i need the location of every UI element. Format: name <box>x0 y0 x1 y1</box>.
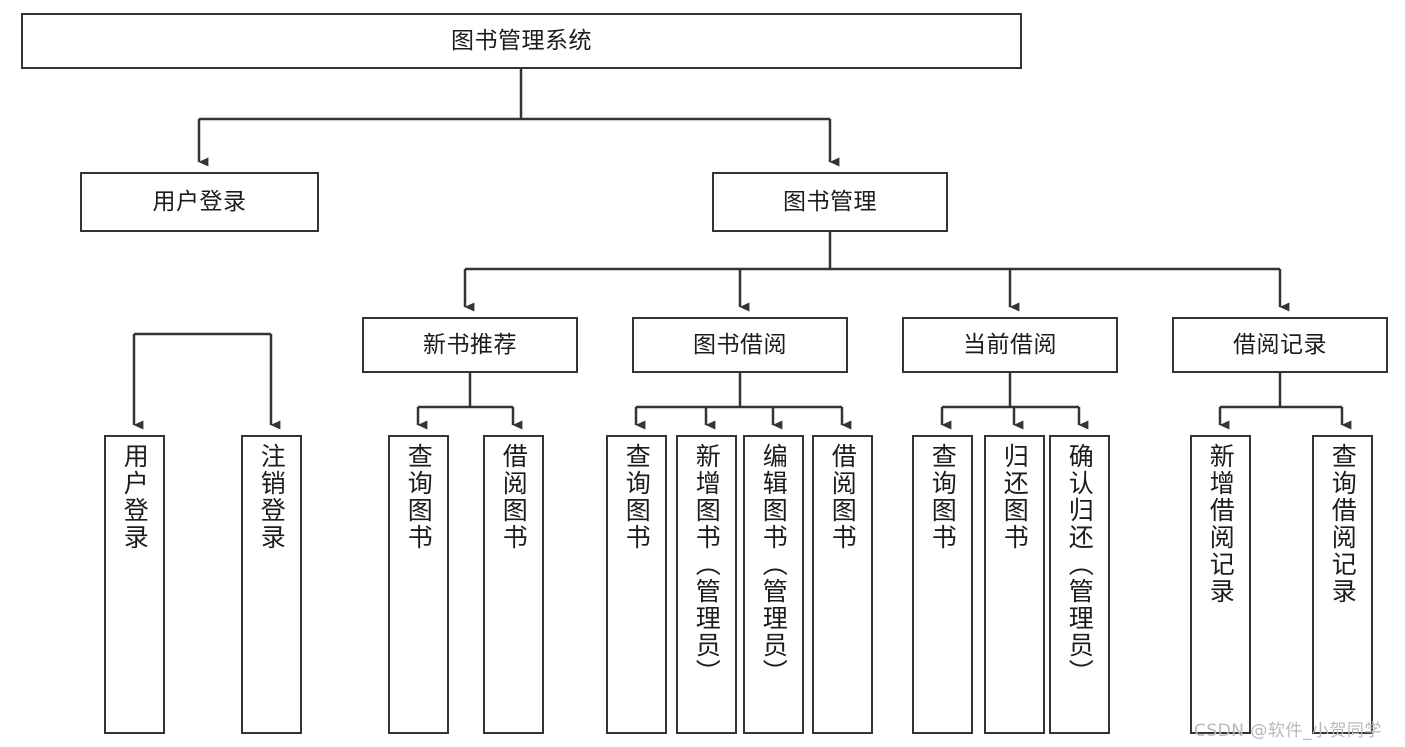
node-label-leaf-query-book-current: 查询图书 <box>928 443 958 551</box>
node-leaf-edit-book[interactable]: 编辑图书（管理员） <box>743 435 804 734</box>
watermark-label: CSDN @软件_小贺同学 <box>1194 721 1382 741</box>
node-label-book-borrow: 图书借阅 <box>693 331 787 358</box>
node-leaf-user-logout[interactable]: 注销登录 <box>241 435 302 734</box>
node-label-leaf-borrow-book: 借阅图书 <box>828 443 858 551</box>
node-leaf-query-book-borrow[interactable]: 查询图书 <box>606 435 667 734</box>
node-new-book-recommend[interactable]: 新书推荐 <box>362 317 578 373</box>
connector-lines <box>132 69 1352 430</box>
node-leaf-query-borrow-record[interactable]: 查询借阅记录 <box>1312 435 1373 734</box>
node-label-leaf-borrow-book-recommend: 借阅图书 <box>499 443 529 551</box>
node-leaf-add-borrow-record[interactable]: 新增借阅记录 <box>1190 435 1251 734</box>
node-label-book-management: 图书管理 <box>783 188 877 215</box>
node-leaf-query-book-recommend[interactable]: 查询图书 <box>388 435 449 734</box>
node-leaf-borrow-book-recommend[interactable]: 借阅图书 <box>483 435 544 734</box>
node-label-leaf-return-book: 归还图书 <box>1000 443 1030 551</box>
node-book-borrow[interactable]: 图书借阅 <box>632 317 848 373</box>
node-borrow-record[interactable]: 借阅记录 <box>1172 317 1388 373</box>
node-book-management[interactable]: 图书管理 <box>712 172 948 232</box>
node-user-login[interactable]: 用户登录 <box>80 172 319 232</box>
node-leaf-confirm-return[interactable]: 确认归还（管理员） <box>1049 435 1110 734</box>
node-leaf-return-book[interactable]: 归还图书 <box>984 435 1045 734</box>
node-label-leaf-user-login: 用户登录 <box>120 443 150 551</box>
node-label-leaf-query-borrow-record: 查询借阅记录 <box>1328 443 1358 605</box>
node-current-borrow[interactable]: 当前借阅 <box>902 317 1118 373</box>
node-label-new-book-recommend: 新书推荐 <box>423 331 517 358</box>
node-leaf-user-login[interactable]: 用户登录 <box>104 435 165 734</box>
node-leaf-query-book-current[interactable]: 查询图书 <box>912 435 973 734</box>
node-label-user-login: 用户登录 <box>152 188 247 215</box>
node-leaf-add-book[interactable]: 新增图书（管理员） <box>676 435 737 734</box>
node-label-leaf-query-book-recommend: 查询图书 <box>404 443 434 551</box>
node-label-root: 图书管理系统 <box>451 27 592 54</box>
node-label-leaf-add-book: 新增图书（管理员） <box>692 443 722 686</box>
node-label-leaf-confirm-return: 确认归还（管理员） <box>1065 443 1095 686</box>
node-label-leaf-user-logout: 注销登录 <box>257 443 287 551</box>
node-label-leaf-edit-book: 编辑图书（管理员） <box>759 443 789 686</box>
node-label-borrow-record: 借阅记录 <box>1233 331 1327 358</box>
node-root[interactable]: 图书管理系统 <box>21 13 1022 69</box>
node-label-leaf-query-book-borrow: 查询图书 <box>622 443 652 551</box>
node-label-leaf-add-borrow-record: 新增借阅记录 <box>1206 443 1236 605</box>
node-label-current-borrow: 当前借阅 <box>963 331 1057 358</box>
node-leaf-borrow-book[interactable]: 借阅图书 <box>812 435 873 734</box>
